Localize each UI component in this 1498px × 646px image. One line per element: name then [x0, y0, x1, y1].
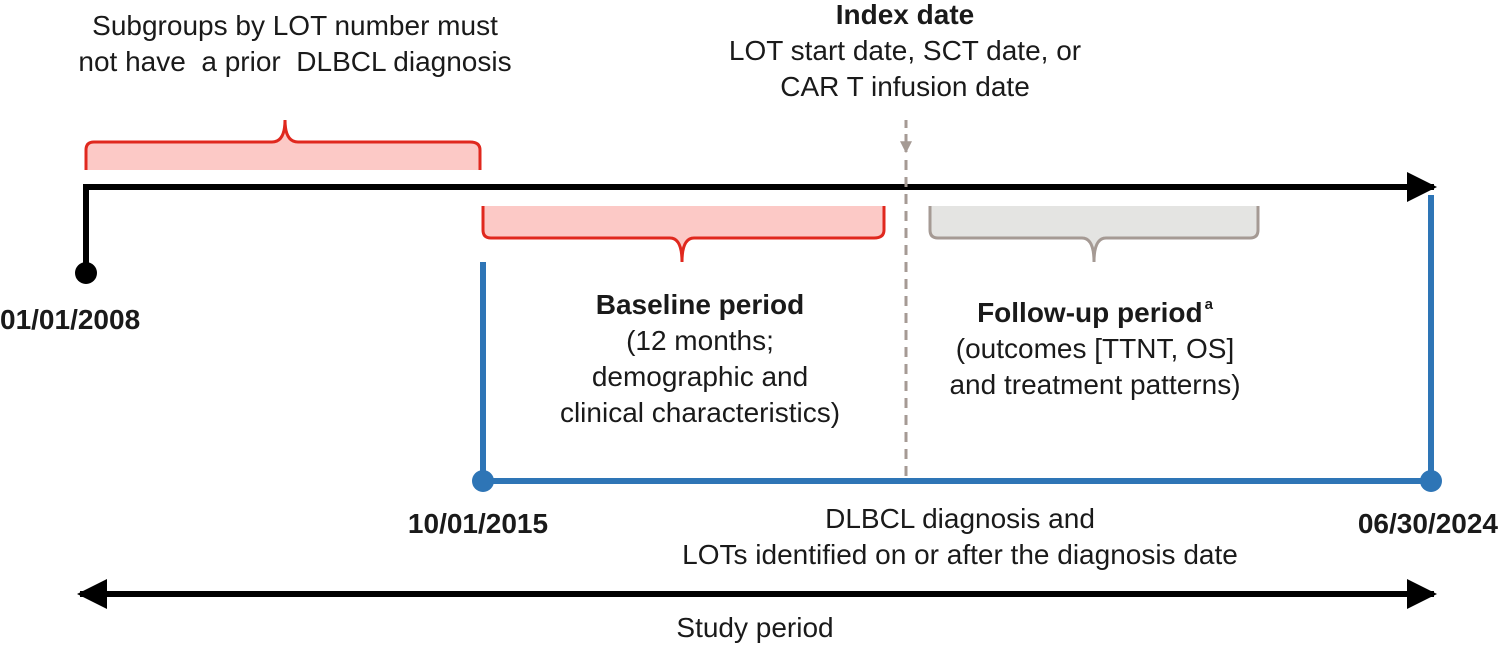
baseline-period-line1: (12 months;: [626, 325, 774, 356]
followup-period-line2: and treatment patterns): [949, 369, 1241, 400]
subgroups-note-line2: not have a prior DLBCL diagnosis: [78, 46, 512, 77]
end-date-label: 06/30/2024: [1357, 508, 1498, 539]
index-date-title: Index date: [835, 0, 975, 30]
diagnosis-note: DLBCL diagnosis and LOTs identified on o…: [600, 501, 1320, 573]
main-timeline-arrow: [83, 172, 1437, 272]
followup-bracket: [930, 206, 1258, 262]
followup-bracket-outline: [928, 206, 1260, 263]
subgroups-note: Subgroups by LOT number must not have a …: [30, 8, 560, 80]
baseline-period-line3: clinical characteristics): [559, 397, 841, 428]
baseline-period-line2: demographic and: [591, 361, 809, 392]
baseline-period-label: Baseline period (12 months; demographic …: [530, 287, 870, 431]
index-date-line2: CAR T infusion date: [780, 71, 1030, 102]
start-date-label: 01/01/2008: [0, 304, 141, 335]
subgroups-bracket-outline: [84, 119, 482, 170]
baseline-start-dot: [472, 470, 494, 492]
study-period-label: Study period: [676, 612, 834, 643]
baseline-bracket: [483, 206, 884, 262]
index-date-line1: LOT start date, SCT date, or: [728, 35, 1082, 66]
baseline-start-date-label: 10/01/2015: [407, 508, 549, 539]
subgroups-bracket: [86, 120, 480, 170]
diagnosis-note-line1: DLBCL diagnosis and: [825, 503, 1095, 534]
baseline-period-title: Baseline period: [595, 289, 805, 320]
followup-footnote-marker: a: [1204, 296, 1213, 313]
data-window-bracket: [480, 195, 1434, 484]
start-date-dot: [75, 262, 97, 284]
baseline-bracket-outline: [481, 206, 886, 263]
end-date-dot: [1420, 470, 1442, 492]
followup-period-title: Follow-up period: [977, 297, 1203, 328]
index-date-label: Index date LOT start date, SCT date, or …: [660, 0, 1150, 105]
followup-period-line1: (outcomes [TTNT, OS]: [955, 333, 1235, 364]
subgroups-note-line1: Subgroups by LOT number must: [92, 10, 498, 41]
diagnosis-note-line2: LOTs identified on or after the diagnosi…: [682, 539, 1238, 570]
